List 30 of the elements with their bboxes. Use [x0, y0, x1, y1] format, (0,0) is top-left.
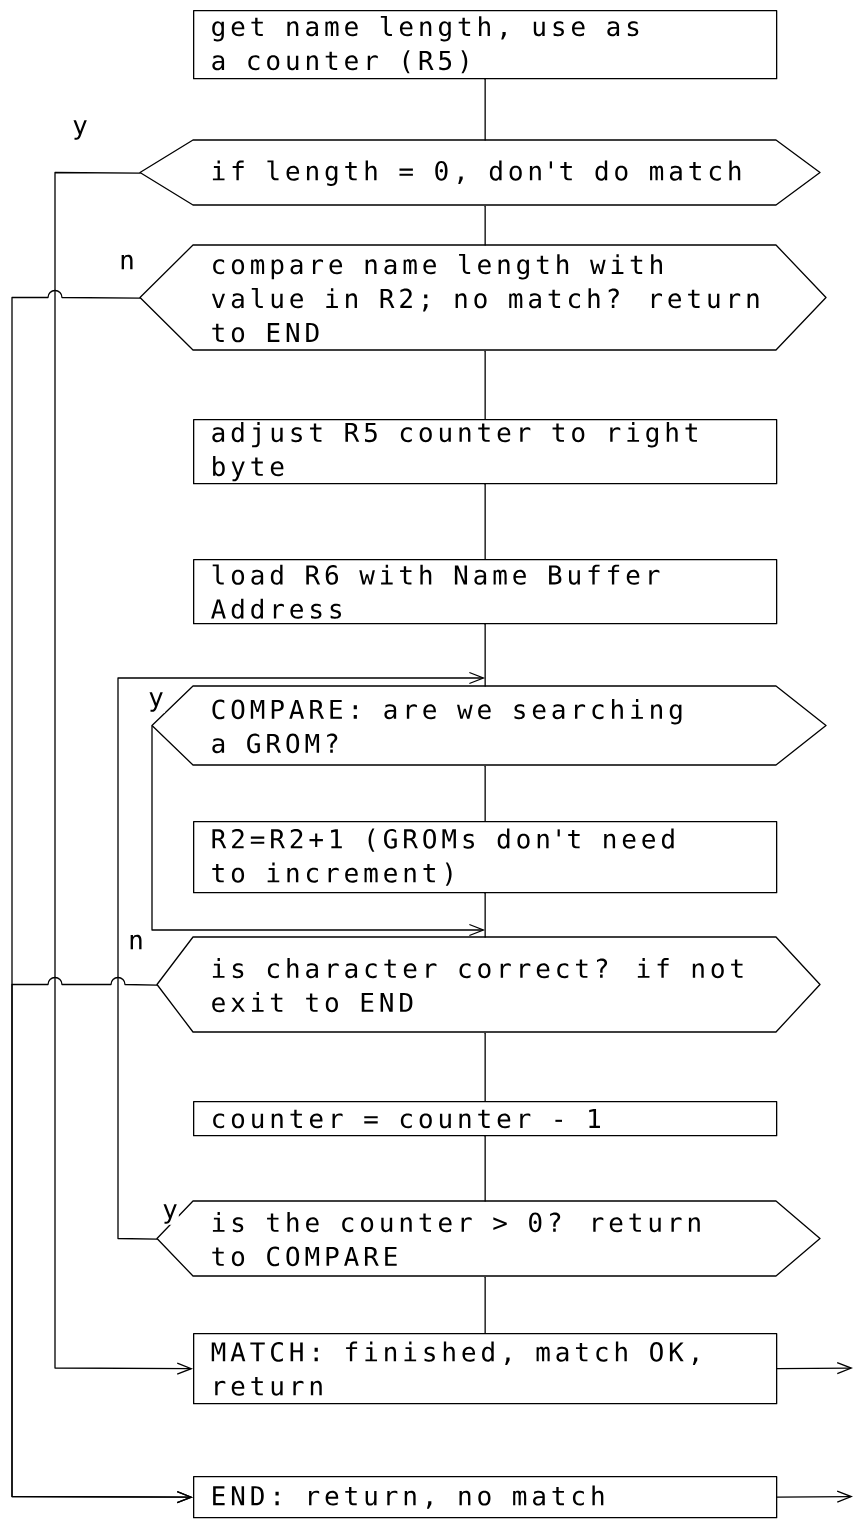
connector-line [776, 1362, 853, 1375]
process-box: counter = counter - 1 [193, 1101, 778, 1137]
process-box: MATCH: finished, match OK, return [193, 1333, 778, 1405]
connector-line [484, 1276, 486, 1334]
connector-line [484, 765, 486, 822]
process-box: get name length, use as a counter (R5) [193, 10, 778, 80]
decision-hexagon: is character correct? if not exit to END [156, 936, 821, 1033]
connector-line [484, 205, 486, 246]
connector-line [484, 623, 486, 687]
process-box: END: return, no match [193, 1476, 778, 1519]
connector-line [484, 78, 486, 141]
edge-label: y [161, 1203, 179, 1225]
edge-label: n [127, 933, 145, 951]
connector-line [11, 976, 193, 1504]
connector-line [484, 1032, 486, 1102]
edge-label: n [118, 253, 136, 271]
connector-line [484, 350, 486, 420]
connector-line [117, 671, 486, 1240]
process-box: adjust R5 counter to right byte [193, 419, 778, 485]
connector-line [54, 171, 193, 1375]
connector-line [484, 483, 486, 560]
connector-line [484, 892, 486, 938]
connector-line [151, 725, 486, 937]
decision-hexagon: compare name length with value in R2; no match? return to END [139, 244, 827, 351]
connector-line [776, 1490, 853, 1503]
process-box: load R6 with Name Buffer Address [193, 559, 778, 625]
process-box: R2=R2+1 (GROMs don't need to increment) [193, 821, 778, 894]
connector-line [484, 1135, 486, 1202]
edge-label: y [71, 119, 89, 141]
decision-hexagon: if length = 0, don't do match [139, 139, 821, 206]
